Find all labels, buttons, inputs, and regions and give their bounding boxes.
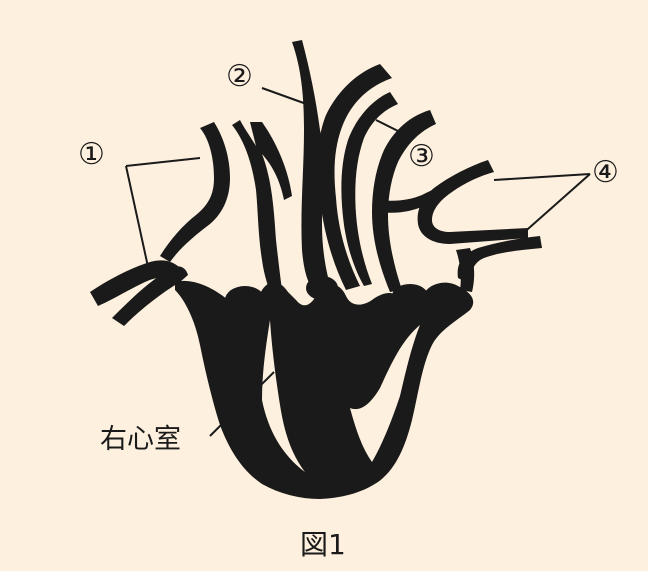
valve-center xyxy=(306,276,338,300)
label-3: ③ xyxy=(408,139,435,174)
figure-caption: 図1 xyxy=(300,528,346,561)
valve-right xyxy=(392,284,428,308)
label-1: ① xyxy=(78,137,105,172)
label-2: ② xyxy=(226,59,253,94)
label-4: ④ xyxy=(592,155,619,190)
label-right-ventricle: 右心室 xyxy=(100,424,181,455)
valve-left xyxy=(225,286,265,314)
